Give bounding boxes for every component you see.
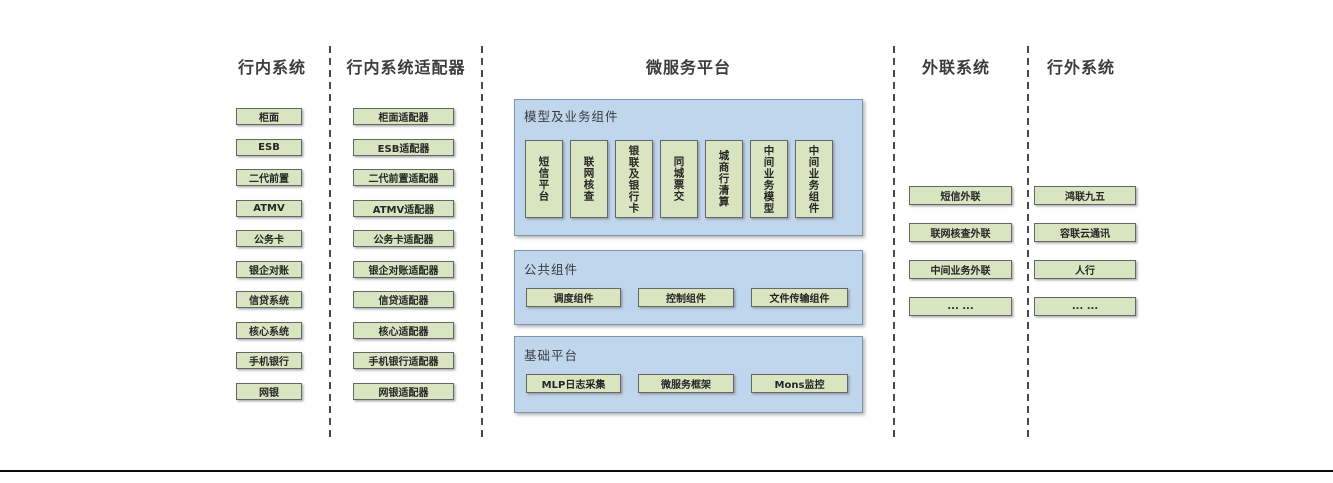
component-box: 银联及银行卡 — [615, 140, 653, 218]
internal-systems-column: 柜面 ESB 二代前置 ATMV 公务卡 银企对账 信贷系统 核心系统 手机银行… — [236, 108, 302, 400]
component-box: 中间业务组件 — [795, 140, 833, 218]
outbound-box: 联网核查外联 — [909, 223, 1012, 242]
panel-label: 基础平台 — [524, 348, 579, 363]
base-platform-panel: 基础平台 MLP日志采集 微服务框架 Mons监控 — [514, 336, 863, 413]
system-box: 手机银行 — [236, 352, 302, 369]
component-box: 联网核查 — [570, 140, 608, 218]
base-platform-row: MLP日志采集 微服务框架 Mons监控 — [526, 374, 848, 393]
outbound-systems-column: 短信外联 联网核查外联 中间业务外联 ... ... — [909, 186, 1012, 316]
component-box: 调度组件 — [526, 288, 621, 307]
system-box: 网银 — [236, 382, 302, 400]
system-box: 信贷系统 — [236, 291, 302, 308]
header-microservice-platform: 微服务平台 — [645, 58, 731, 77]
adapter-box: 信贷适配器 — [353, 291, 454, 308]
external-box: 鸿联九五 — [1034, 186, 1136, 205]
outbound-box: ... ... — [909, 297, 1012, 316]
component-box: MLP日志采集 — [526, 374, 621, 393]
component-box: 短信平台 — [525, 140, 563, 218]
component-box: 控制组件 — [638, 288, 734, 307]
system-box: ESB — [236, 138, 302, 156]
external-systems-column: 鸿联九五 容联云通讯 人行 ... ... — [1034, 186, 1136, 316]
component-box: 城商行清算 — [705, 140, 743, 218]
vertical-components-row: 短信平台 联网核查 银联及银行卡 同城票交 城商行清算 中间业务模型 中间业务组… — [525, 140, 833, 218]
dashed-separator — [893, 46, 895, 440]
header-outbound-systems: 外联系统 — [921, 58, 990, 77]
panel-label: 模型及业务组件 — [524, 109, 619, 124]
outbound-box: 短信外联 — [909, 186, 1012, 205]
adapter-box: 柜面适配器 — [353, 108, 454, 125]
component-box: 微服务框架 — [638, 374, 734, 393]
dashed-separator — [329, 46, 331, 440]
component-box: 同城票交 — [660, 140, 698, 218]
system-box: 公务卡 — [236, 230, 302, 247]
system-box: 银企对账 — [236, 260, 302, 278]
adapter-box: ATMV适配器 — [353, 199, 454, 217]
adapter-box: 核心适配器 — [353, 321, 454, 339]
system-box: 二代前置 — [236, 169, 302, 186]
adapter-box: 银企对账适配器 — [353, 260, 454, 278]
component-box: Mons监控 — [751, 374, 848, 393]
dashed-separator — [481, 46, 483, 440]
common-components-panel: 公共组件 调度组件 控制组件 文件传输组件 — [514, 250, 863, 325]
system-box: 柜面 — [236, 108, 302, 125]
outbound-box: 中间业务外联 — [909, 260, 1012, 279]
model-business-components-panel: 模型及业务组件 短信平台 联网核查 银联及银行卡 同城票交 城商行清算 中间业务… — [514, 99, 863, 236]
adapter-box: 网银适配器 — [353, 382, 454, 400]
panel-label: 公共组件 — [524, 262, 579, 277]
adapter-box: 公务卡适配器 — [353, 230, 454, 247]
external-box: 人行 — [1034, 260, 1136, 279]
common-components-row: 调度组件 控制组件 文件传输组件 — [526, 288, 848, 307]
adapter-box: 二代前置适配器 — [353, 169, 454, 186]
external-box: 容联云通讯 — [1034, 223, 1136, 242]
header-external-systems: 行外系统 — [1046, 58, 1115, 77]
component-box: 文件传输组件 — [751, 288, 848, 307]
dashed-separator — [1027, 46, 1029, 440]
bottom-divider — [0, 470, 1333, 472]
system-box: ATMV — [236, 199, 302, 217]
external-box: ... ... — [1034, 297, 1136, 316]
adapter-box: 手机银行适配器 — [353, 352, 454, 369]
system-box: 核心系统 — [236, 321, 302, 339]
header-internal-systems: 行内系统 — [237, 58, 306, 77]
header-internal-adapters: 行内系统适配器 — [346, 58, 466, 77]
adapter-box: ESB适配器 — [353, 138, 454, 156]
component-box: 中间业务模型 — [750, 140, 788, 218]
internal-adapters-column: 柜面适配器 ESB适配器 二代前置适配器 ATMV适配器 公务卡适配器 银企对账… — [353, 108, 454, 400]
